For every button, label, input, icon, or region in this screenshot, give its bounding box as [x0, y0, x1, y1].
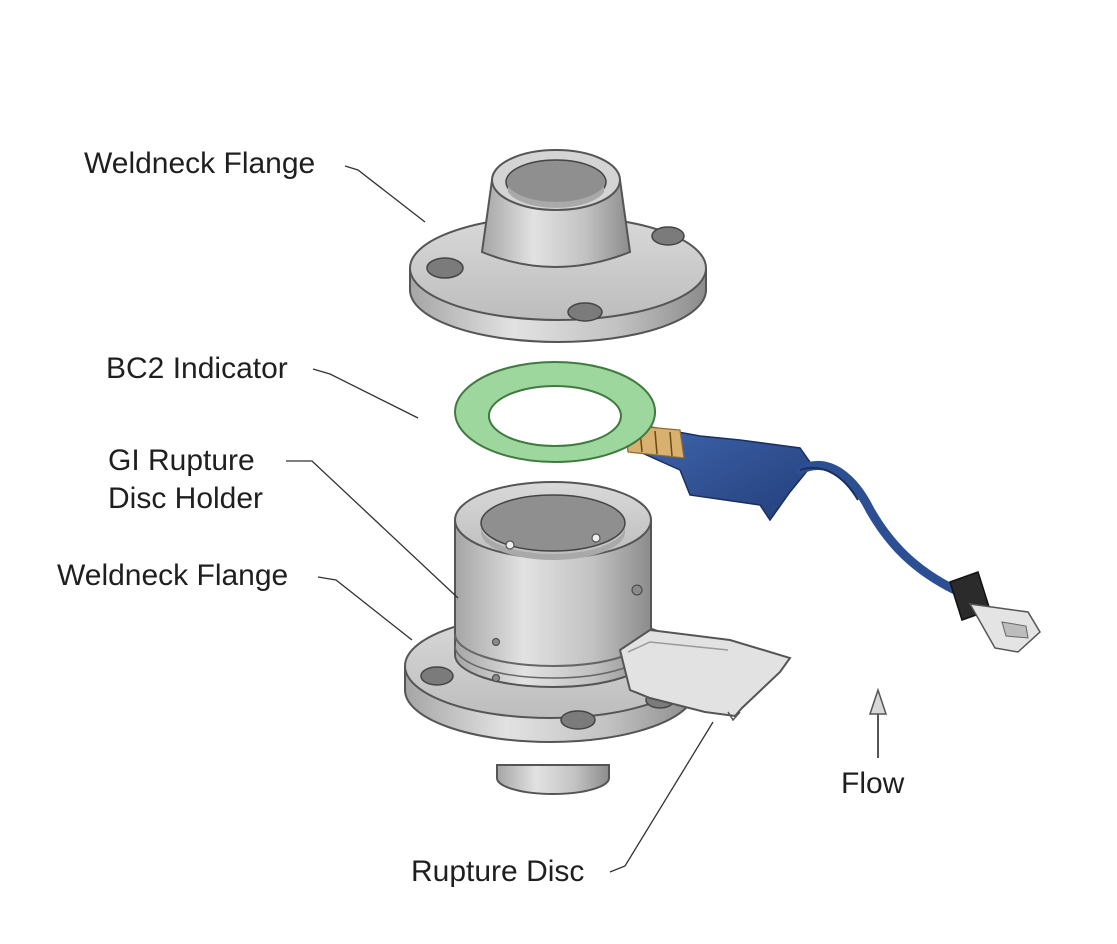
- label-bottom-weldneck-flange: Weldneck Flange: [57, 559, 289, 592]
- label-top-weldneck-flange: Weldneck Flange: [84, 147, 316, 180]
- gi-rupture-disc-holder: [454, 481, 652, 688]
- leader-line-holder: [286, 460, 459, 599]
- cable-connector: [949, 571, 1041, 653]
- bc2-indicator: [454, 361, 1041, 653]
- label-flow: Flow: [841, 767, 905, 800]
- indicator-ring: [454, 361, 657, 463]
- label-rupture-disc: Rupture Disc: [411, 855, 585, 888]
- label-holder-line1: GI Rupture: [108, 444, 255, 477]
- indicator-cable: [795, 461, 960, 595]
- rupture-disc-tab: [618, 628, 792, 722]
- label-holder-line2: Disc Holder: [108, 482, 264, 515]
- leader-line-top-flange: [344, 165, 426, 223]
- leader-line-rupture-disc: [609, 721, 714, 873]
- bolt-hole: [560, 710, 596, 730]
- bolt-hole: [651, 226, 685, 246]
- bolt-hole: [567, 302, 603, 322]
- leader-line-indicator: [312, 368, 419, 419]
- leader-line-bottom-flange: [317, 576, 413, 641]
- top-weldneck-flange: [409, 149, 707, 343]
- label-bc2-indicator: BC2 Indicator: [106, 352, 288, 385]
- leader-lines: [286, 165, 714, 873]
- bolt-hole: [426, 257, 464, 279]
- bolt-hole: [420, 666, 454, 686]
- flow-arrow: [868, 687, 888, 758]
